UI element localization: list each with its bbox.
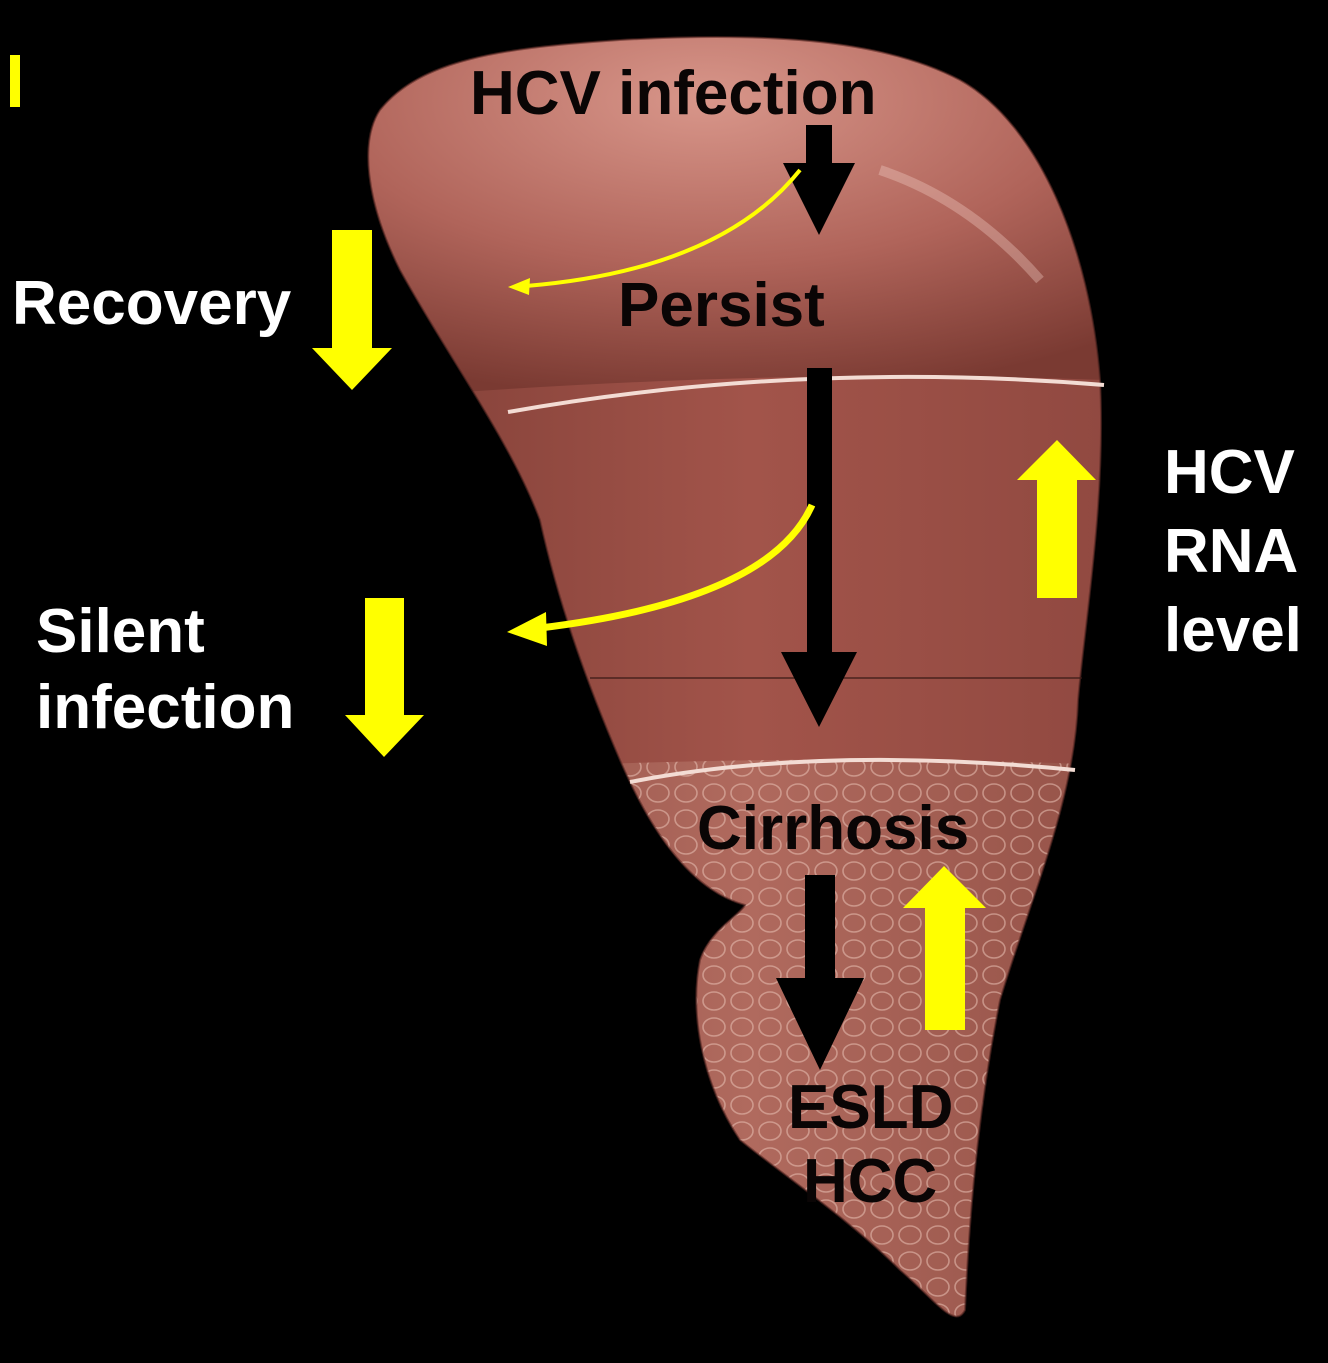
curve-to-silent-head (507, 612, 547, 646)
label-level: level (1164, 595, 1302, 667)
silent-down-arrow (345, 598, 424, 757)
label-infection: infection (36, 672, 294, 744)
recovery-down-arrow (312, 230, 392, 390)
label-rna: RNA (1164, 516, 1298, 588)
liver-illustration (300, 0, 1200, 1358)
label-esld: ESLD (788, 1072, 953, 1144)
corner-marker (10, 55, 20, 107)
label-silent: Silent (36, 596, 205, 668)
label-hcv: HCV (1164, 437, 1295, 509)
label-persist: Persist (618, 270, 825, 342)
label-hcv-infection: HCV infection (470, 58, 876, 130)
label-hcc: HCC (803, 1146, 937, 1218)
label-cirrhosis: Cirrhosis (697, 793, 969, 865)
label-recovery: Recovery (12, 268, 291, 340)
